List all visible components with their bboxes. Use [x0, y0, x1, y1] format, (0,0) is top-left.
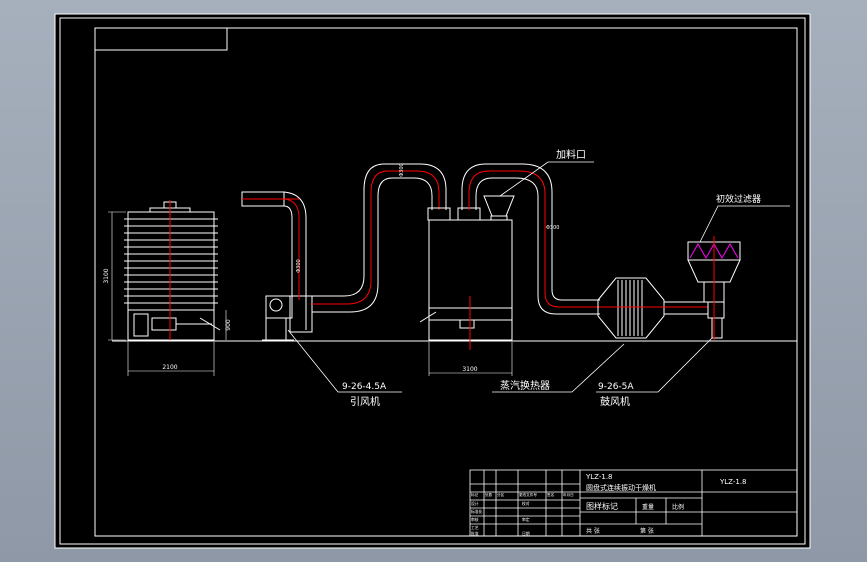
signature-rows: 设计 标准化 审核 工艺 批准 校对 审定 日期: [471, 501, 530, 536]
row-label: 审核: [471, 517, 479, 522]
row-label: 标准化: [471, 509, 483, 514]
rev-label: 标记: [471, 492, 479, 497]
leader-lines: [287, 161, 790, 393]
rev-label: 更改文件号: [519, 492, 537, 497]
label-blower-model: 9-26-5A: [598, 382, 634, 392]
outer-frame: [59, 17, 806, 545]
stage-mark-label: 图样标记: [586, 501, 618, 511]
dryer-width-dim: 2100: [162, 364, 177, 371]
exchanger-width-dim: 3100: [462, 366, 477, 373]
role-label: 校对: [522, 501, 530, 506]
disc-dryer: [124, 201, 221, 341]
dryer-height-dim: 3100: [103, 268, 110, 283]
exchanger-dimension-lines: [428, 342, 513, 376]
inner-frame: [94, 27, 798, 537]
row-label: 工艺: [471, 525, 479, 530]
label-feed-inlet: 加料口: [556, 148, 586, 161]
label-induced-fan-model: 9-26-4.5A: [342, 382, 387, 392]
duct-dia-label-3: Φ300: [546, 225, 559, 231]
duct-dia-label-2: Φ300: [399, 163, 405, 176]
dryer-dimension-lines: [108, 211, 227, 376]
induced-duct-centerline-2: [283, 198, 300, 300]
blower-and-filter: [687, 241, 741, 339]
rev-label: 签名: [547, 492, 555, 497]
drawing-name: 圆盘式连续振动干燥机: [586, 483, 656, 492]
row-label: 批准: [471, 531, 479, 536]
top-left-tag-box: [94, 27, 228, 51]
duct-loop-1: [312, 163, 447, 313]
scale-label: 比例: [672, 503, 684, 511]
label-primary-filter: 初效过滤器: [716, 193, 761, 205]
rev-label: 处数: [485, 492, 493, 497]
dryer-discs: [124, 218, 218, 304]
drawing-number: YLZ-1.8: [585, 473, 613, 481]
sheet-background: [54, 13, 811, 549]
revision-header: 标记 处数 分区 更改文件号 签名 年月日: [471, 492, 574, 497]
title-block: [469, 469, 798, 537]
duct-dia-label-1: Φ300: [296, 259, 302, 272]
rev-label: 分区: [497, 492, 505, 497]
role-label: 审定: [522, 517, 530, 522]
weight-label: 重量: [642, 503, 654, 511]
dryer-base-dim: 900: [225, 319, 232, 331]
sheet-no-label: 第 张: [640, 527, 654, 535]
label-blower: 鼓风机: [600, 395, 630, 408]
label-steam-heat-exchanger: 蒸汽换热器: [500, 379, 550, 392]
duct-loop-2-centerline: [468, 170, 600, 308]
exchanger-fins: [617, 280, 643, 336]
role-label: 日期: [522, 531, 530, 536]
rev-label: 年月日: [563, 492, 574, 497]
drawing-number-right: YLZ-1.8: [719, 478, 747, 486]
duct-loop-1-centerline: [312, 170, 440, 305]
row-label: 设计: [471, 501, 479, 506]
label-induced-fan: 引风机: [350, 395, 380, 408]
sheets-total-label: 共 张: [586, 527, 600, 535]
